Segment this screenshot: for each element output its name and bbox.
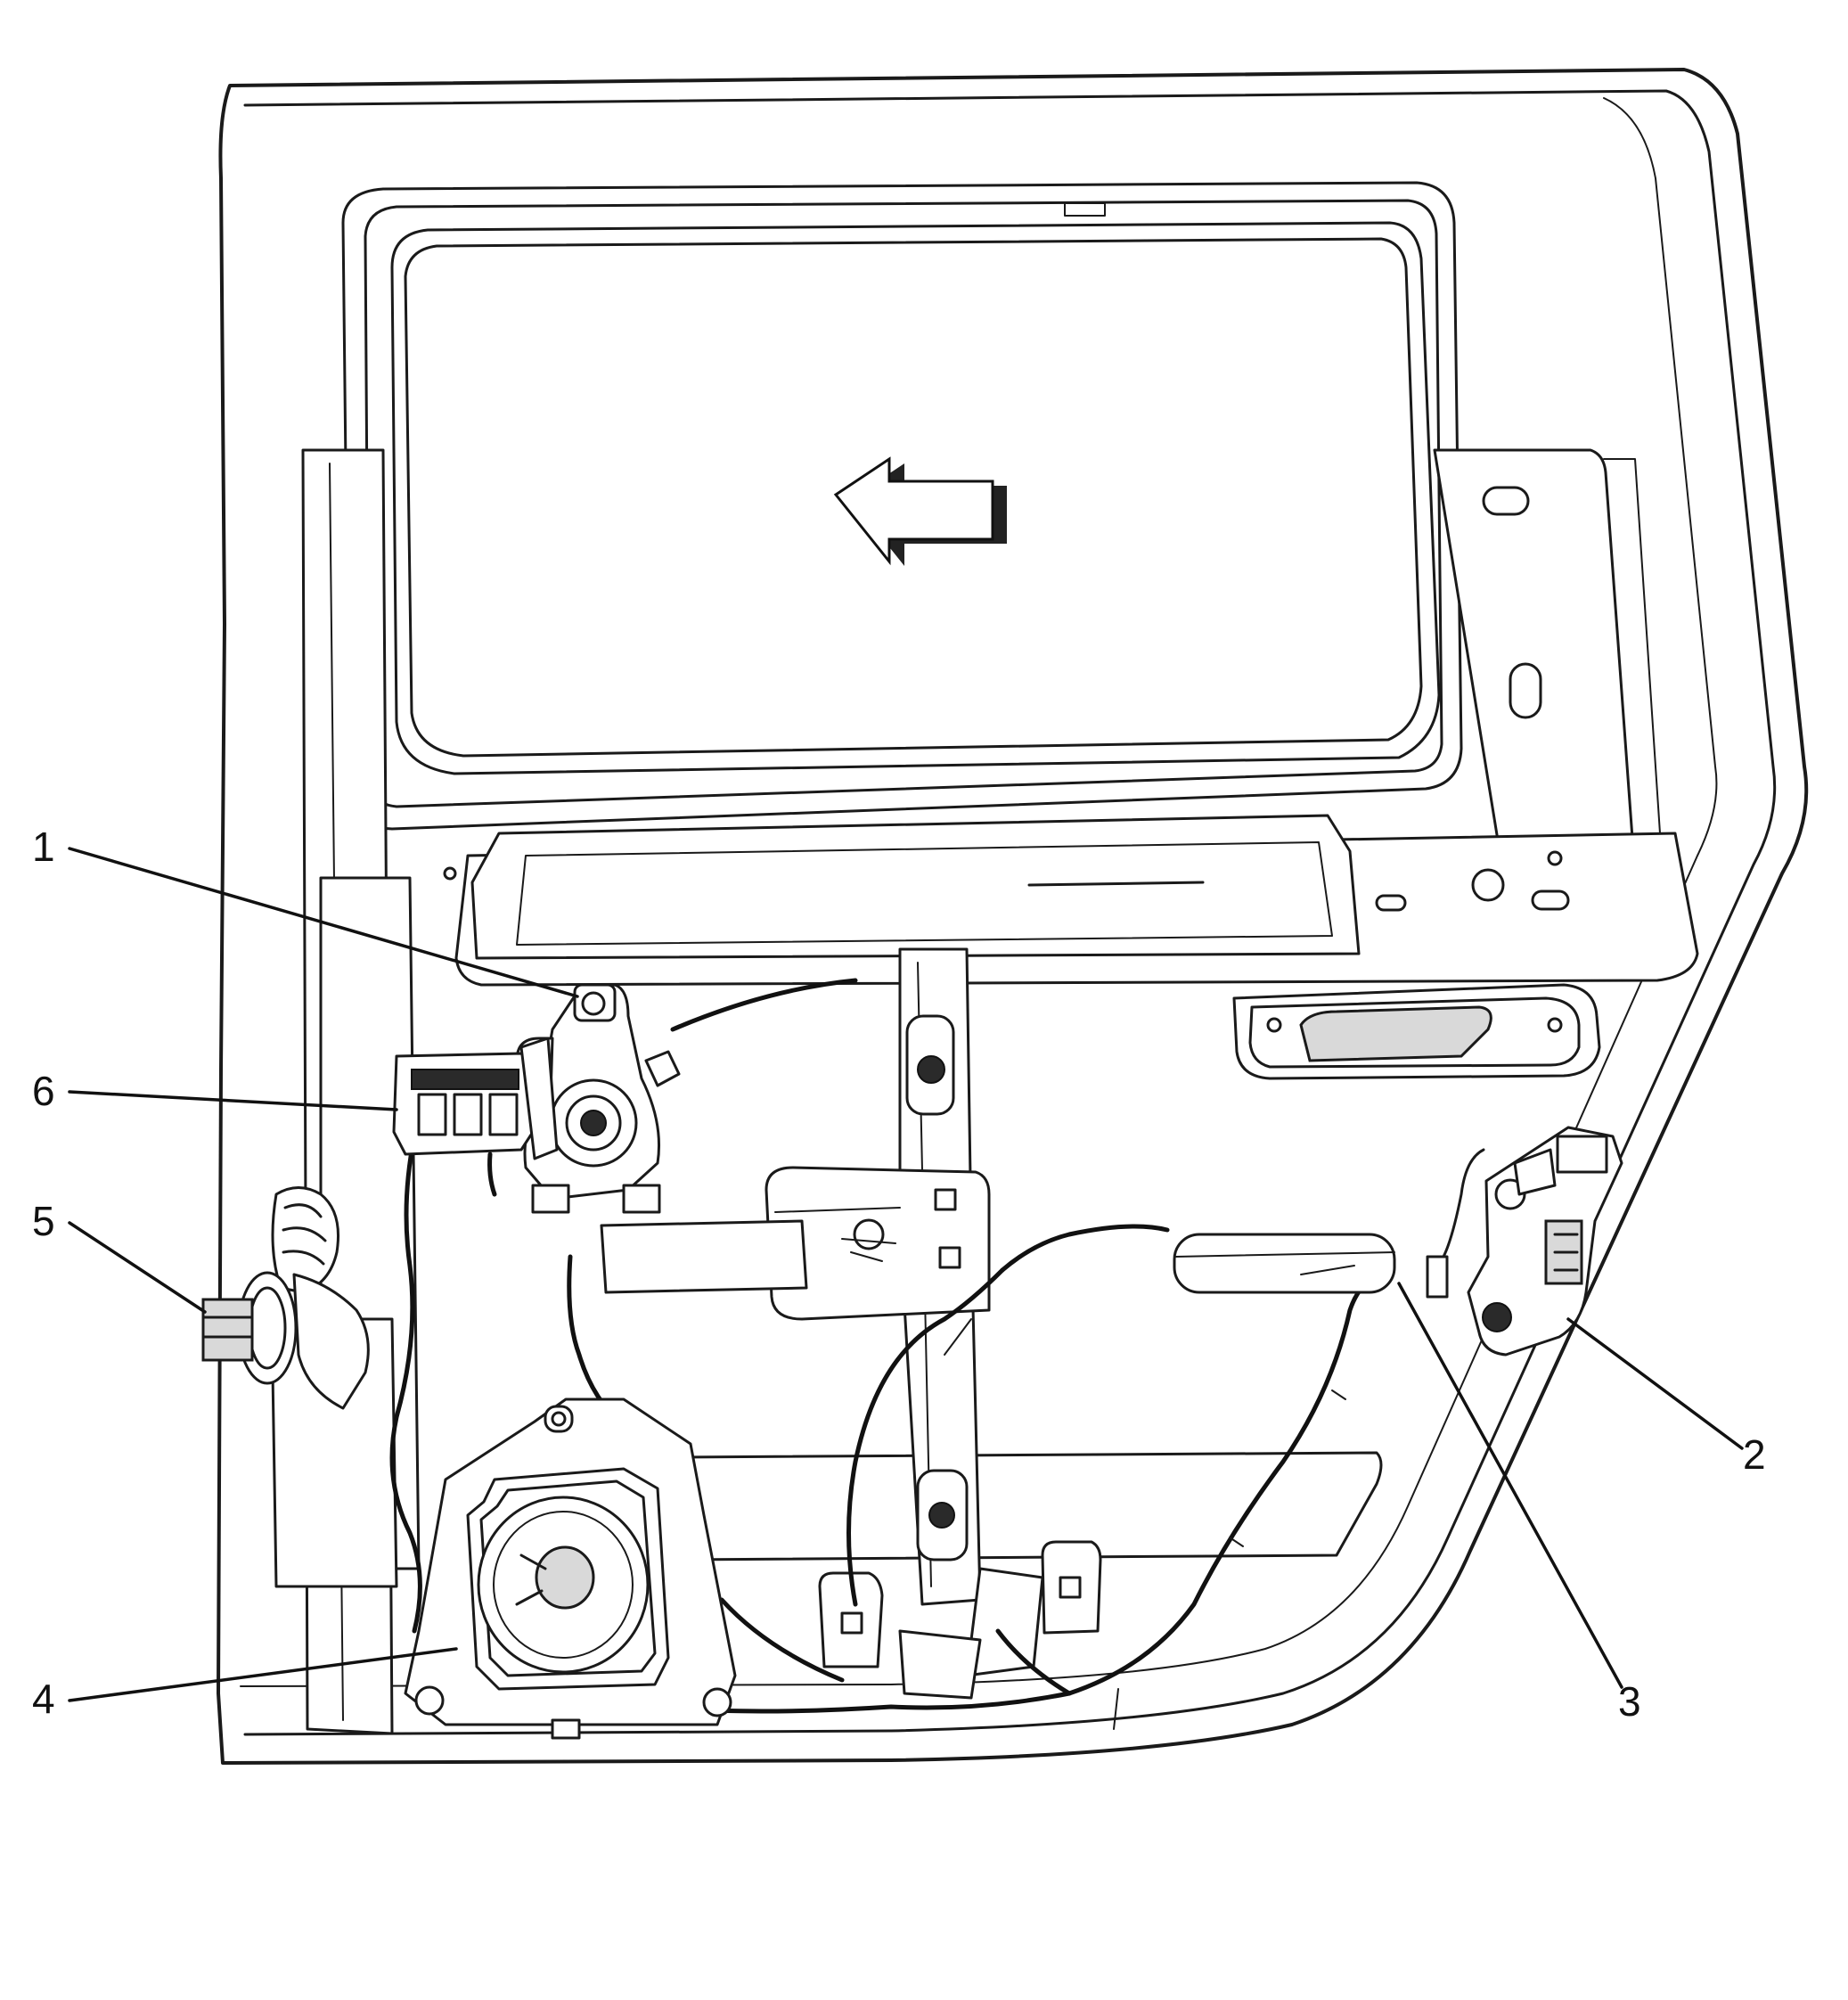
callout-4: 4 [32, 1676, 55, 1722]
belt-reinforcement [443, 814, 1699, 987]
door-lock-switch [392, 1037, 559, 1197]
inside-handle-pocket [1232, 983, 1601, 1080]
callout-3: 3 [1618, 1678, 1641, 1725]
leader-lines [68, 847, 1744, 1702]
forward-arrow-icon [833, 456, 1007, 566]
door-handle-module [1173, 1233, 1396, 1294]
wiring-harness [389, 978, 1379, 1714]
callout-2: 2 [1743, 1431, 1766, 1478]
callout-5: 5 [32, 1198, 55, 1244]
leader-3 [1397, 1282, 1623, 1689]
callout-6: 6 [32, 1068, 55, 1114]
regulator-lower-brackets [818, 1540, 1102, 1700]
leader-5 [68, 1221, 207, 1314]
harness-grommet [201, 1186, 370, 1410]
callout-labels: 1 2 3 4 5 6 [32, 824, 1766, 1725]
leader-1 [68, 847, 579, 998]
door-speaker [404, 1398, 737, 1740]
hinge-side-bracket [1433, 448, 1667, 947]
leader-4 [68, 1647, 458, 1702]
window-motor [515, 983, 681, 1214]
leader-6 [68, 1090, 398, 1111]
callout-1: 1 [32, 824, 55, 870]
window-regulator-track [600, 947, 991, 1606]
door-latch [1426, 1126, 1623, 1357]
leader-2 [1566, 1317, 1744, 1450]
